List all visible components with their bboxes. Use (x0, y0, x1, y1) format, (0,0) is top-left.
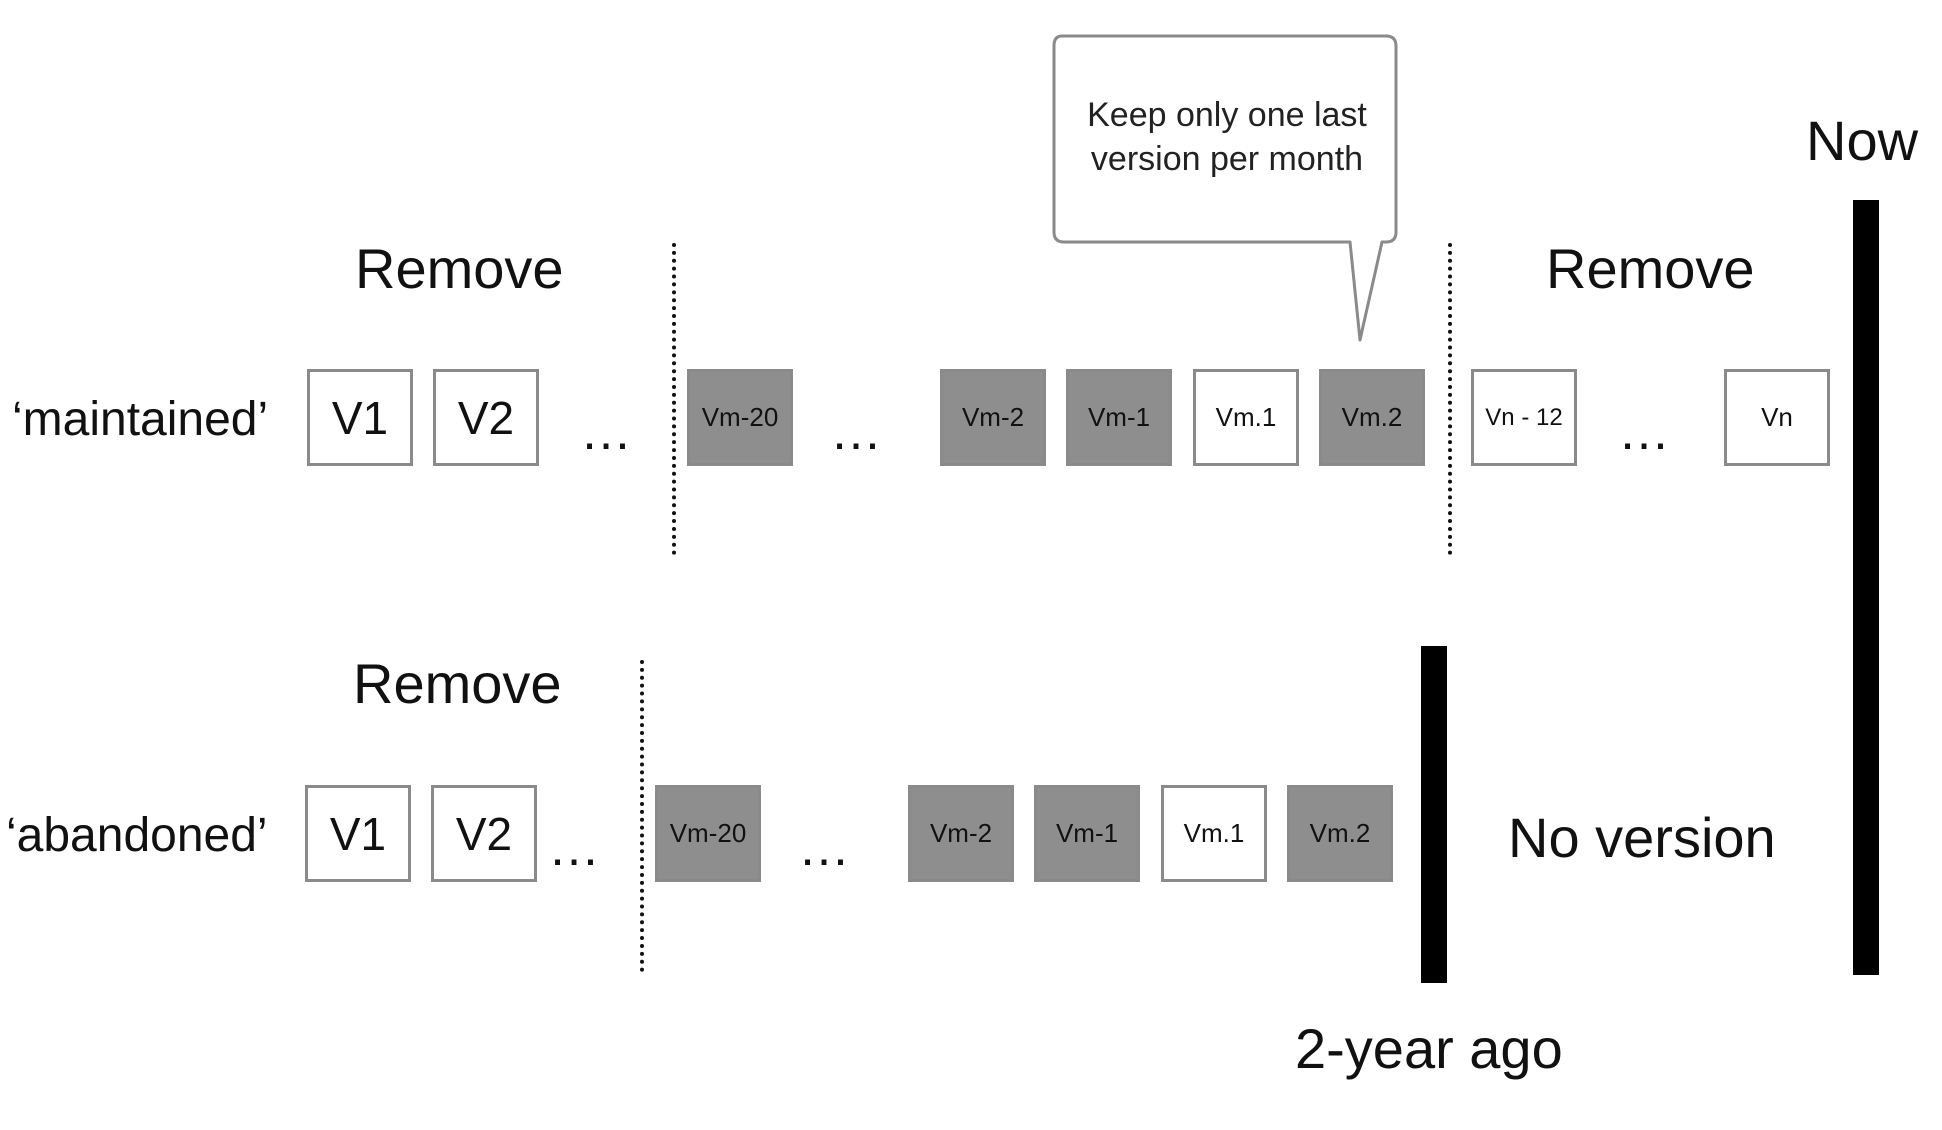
version-box-vm-dot-2: Vm.2 (1319, 369, 1425, 466)
row-label-maintained: ‘maintained’ (12, 393, 269, 446)
divider-maintained-right (1448, 243, 1452, 555)
two-year-ago-label: 2-year ago (1295, 1017, 1563, 1080)
version-box-v2: V2 (431, 785, 537, 882)
callout-line-1: Keep only one last (1087, 96, 1367, 134)
version-box-v2: V2 (433, 369, 539, 466)
callout-bubble (1052, 34, 1398, 342)
now-bar (1853, 200, 1879, 975)
version-box-v1: V1 (305, 785, 411, 882)
callout-text: Keep only one last version per month (1054, 93, 1400, 181)
ellipsis: … (1618, 403, 1676, 461)
divider-abandoned (640, 660, 644, 972)
version-box-vm-20: Vm-20 (687, 369, 793, 466)
version-box-vm-20: Vm-20 (655, 785, 761, 882)
remove-label-abandoned: Remove (353, 652, 562, 715)
ellipsis: … (580, 403, 638, 461)
row-label-abandoned: ‘abandoned’ (6, 809, 268, 862)
version-box-vm-dot-1: Vm.1 (1193, 369, 1299, 466)
no-version-label: No version (1508, 806, 1776, 869)
version-box-vm-dot-2: Vm.2 (1287, 785, 1393, 882)
version-box-vm-1: Vm-1 (1034, 785, 1140, 882)
version-box-vm-2: Vm-2 (940, 369, 1046, 466)
ellipsis: … (830, 403, 888, 461)
ellipsis: … (798, 819, 856, 877)
version-box-v1: V1 (307, 369, 413, 466)
version-box-vm-dot-1: Vm.1 (1161, 785, 1267, 882)
callout-line-2: version per month (1090, 140, 1364, 178)
ellipsis: … (548, 819, 606, 877)
version-box-vn: Vn (1724, 369, 1830, 466)
version-box-vm-1: Vm-1 (1066, 369, 1172, 466)
version-box-vn-12: Vn - 12 (1471, 369, 1577, 466)
divider-maintained-left (672, 243, 676, 555)
two-year-ago-bar (1421, 646, 1447, 983)
remove-label-maintained-left: Remove (355, 237, 564, 300)
version-box-vm-2: Vm-2 (908, 785, 1014, 882)
now-label: Now (1806, 109, 1919, 172)
remove-label-maintained-right: Remove (1546, 237, 1755, 300)
